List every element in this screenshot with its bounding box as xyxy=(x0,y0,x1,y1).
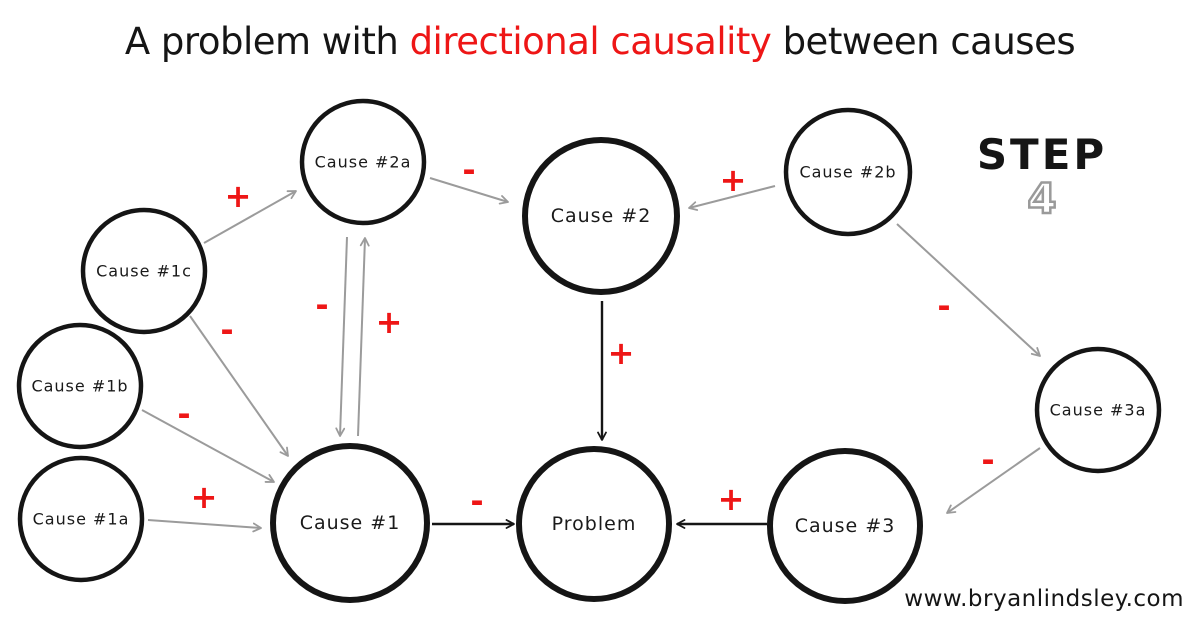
edge-sign-cause-2b-cause-3a: - xyxy=(937,287,950,325)
edge-sign-cause-1-problem: - xyxy=(470,482,483,520)
edge-sign-cause-1a-cause-1: + xyxy=(191,478,218,516)
edge-sign-cause-1c-cause-2a: + xyxy=(225,177,252,215)
node-problem-circle xyxy=(516,446,672,602)
node-cause-2a: Cause #2a xyxy=(299,98,427,226)
node-cause-1: Cause #1 xyxy=(270,443,430,603)
edge-cause-1c-to-cause-2a xyxy=(203,190,297,244)
node-cause-3-label: Cause #3 xyxy=(795,515,896,537)
edge-cause-2b-to-cause-3a xyxy=(896,223,1041,357)
node-cause-2-circle xyxy=(522,137,680,295)
node-cause-3a-circle xyxy=(1034,346,1162,474)
watermark-url: www.bryanlindsley.com xyxy=(904,586,1184,612)
node-cause-3-circle xyxy=(767,448,923,604)
node-problem-label: Problem xyxy=(552,513,637,535)
node-cause-1c: Cause #1c xyxy=(80,207,208,335)
node-cause-1a-circle xyxy=(17,455,145,583)
title-prefix: A problem with xyxy=(124,20,410,63)
title-suffix: between causes xyxy=(771,20,1076,63)
edge-cause-2a-to-cause-2 xyxy=(429,177,509,205)
edge-sign-cause-1c-cause-1: - xyxy=(220,311,233,349)
edge-cause-1-to-cause-2a xyxy=(357,237,370,437)
edge-sign-cause-2a-cause-2: - xyxy=(462,151,475,189)
node-cause-2b: Cause #2b xyxy=(783,107,913,237)
node-cause-1b-label: Cause #1b xyxy=(31,377,128,396)
edge-cause-3a-to-cause-3 xyxy=(946,447,1041,514)
node-cause-1b: Cause #1b xyxy=(16,322,144,450)
node-cause-1a-label: Cause #1a xyxy=(33,510,130,529)
edge-sign-cause-2a-cause-1: - xyxy=(315,286,328,324)
node-cause-2: Cause #2 xyxy=(522,137,680,295)
node-cause-3a-label: Cause #3a xyxy=(1050,401,1147,420)
node-cause-1c-circle xyxy=(80,207,208,335)
step-number: 4 xyxy=(1026,174,1058,223)
node-cause-1-label: Cause #1 xyxy=(300,512,401,534)
edge-cause-2b-to-cause-2 xyxy=(688,185,776,211)
edge-cause-1b-to-cause-1 xyxy=(141,409,275,483)
step-label: STEP xyxy=(976,130,1108,179)
edge-cause-1c-to-cause-1 xyxy=(189,315,289,457)
node-cause-2b-label: Cause #2b xyxy=(799,163,896,182)
node-cause-2a-label: Cause #2a xyxy=(315,153,412,172)
node-cause-2-label: Cause #2 xyxy=(551,205,652,227)
edge-sign-cause-3a-cause-3: - xyxy=(981,441,994,479)
edge-sign-cause-3-problem: + xyxy=(718,480,745,518)
node-cause-3a: Cause #3a xyxy=(1034,346,1162,474)
step-badge: STEP 4 xyxy=(958,130,1126,223)
edge-sign-cause-1-cause-2a: + xyxy=(376,303,403,341)
node-cause-1-circle xyxy=(270,443,430,603)
node-cause-2a-circle xyxy=(299,98,427,226)
node-problem: Problem xyxy=(516,446,672,602)
edge-sign-cause-1b-cause-1: - xyxy=(177,395,190,433)
node-cause-3: Cause #3 xyxy=(767,448,923,604)
page-title: A problem with directional causality bet… xyxy=(0,20,1200,63)
edge-sign-cause-2-problem: + xyxy=(608,334,635,372)
node-cause-1a: Cause #1a xyxy=(17,455,145,583)
node-cause-2b-circle xyxy=(783,107,913,237)
edge-cause-2a-to-cause-1 xyxy=(335,236,348,437)
edge-sign-cause-2b-cause-2: + xyxy=(720,161,747,199)
node-cause-1c-label: Cause #1c xyxy=(96,262,192,281)
edge-cause-1a-to-cause-1 xyxy=(147,519,262,533)
title-highlight: directional causality xyxy=(409,20,772,63)
node-cause-1b-circle xyxy=(16,322,144,450)
